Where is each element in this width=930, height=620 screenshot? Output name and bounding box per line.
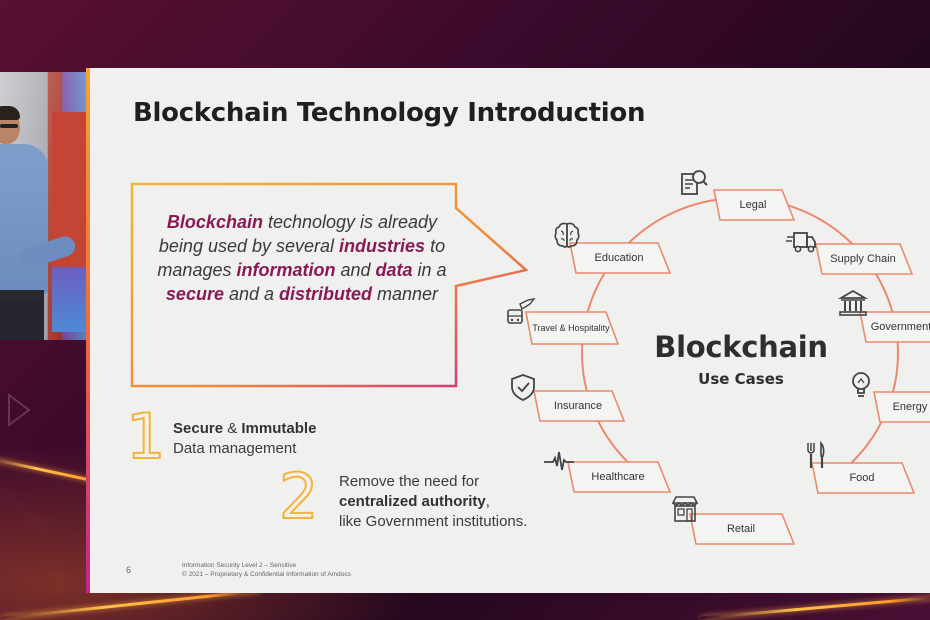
use-cases-subtitle: Use Cases bbox=[698, 370, 784, 388]
presenter-video bbox=[0, 72, 86, 340]
fork-knife-icon bbox=[807, 440, 825, 468]
point-number-2: 2 bbox=[278, 460, 319, 533]
use-case-frame-education bbox=[569, 242, 672, 274]
use-case-label-energy: Energy bbox=[892, 401, 928, 413]
use-cases-title: Blockchain bbox=[654, 330, 828, 364]
use-case-frame-food bbox=[811, 462, 916, 494]
stage-light-line bbox=[700, 595, 930, 620]
use-case-label-travel-hospitality: Travel & Hospitality bbox=[532, 323, 610, 333]
point-2-text: Remove the need for centralized authorit… bbox=[339, 472, 527, 532]
point-2-line1: Remove the need for bbox=[339, 473, 480, 490]
callout-plain: in a bbox=[412, 260, 447, 280]
callout-plain: and bbox=[335, 260, 376, 280]
callout-highlight: distributed bbox=[279, 284, 373, 304]
use-case-label-food: Food bbox=[849, 472, 875, 484]
use-case-label-insurance: Insurance bbox=[553, 400, 603, 412]
use-case-frame-government bbox=[859, 311, 930, 343]
point-2-line3: like Government institutions. bbox=[339, 513, 528, 530]
footer-line1: Information Security Level 2 – Sensitive bbox=[182, 562, 297, 569]
play-outline-icon bbox=[8, 393, 31, 427]
callout-plain: and a bbox=[223, 284, 280, 304]
presenter-glasses bbox=[0, 124, 18, 128]
point-number-1: 1 bbox=[125, 400, 166, 473]
presenter-pants bbox=[0, 298, 44, 340]
plane-bus-icon bbox=[507, 298, 536, 324]
callout-highlight: data bbox=[375, 260, 413, 280]
use-case-frame-energy bbox=[873, 391, 930, 423]
brain-icon bbox=[554, 222, 580, 248]
footer-info: Information Security Level 2 – Sensitive… bbox=[182, 561, 351, 579]
point-1-bold-immutable: Immutable bbox=[241, 420, 317, 437]
delivery-truck-icon bbox=[786, 232, 816, 253]
point-1-bold-secure: Secure bbox=[173, 420, 224, 437]
storefront-icon bbox=[671, 496, 699, 522]
document-search-icon bbox=[681, 170, 708, 195]
slide-title: Blockchain Technology Introduction bbox=[133, 98, 646, 128]
use-case-label-supply-chain: Supply Chain bbox=[830, 253, 896, 265]
point-1-connector: & bbox=[223, 420, 242, 437]
point-1-text: Secure & Immutable Data management bbox=[173, 419, 316, 459]
use-case-label-legal: Legal bbox=[739, 199, 767, 211]
government-building-icon bbox=[838, 289, 868, 316]
callout-plain: manner bbox=[372, 284, 439, 304]
use-case-label-retail: Retail bbox=[726, 523, 756, 535]
presenter-hair bbox=[0, 106, 20, 120]
use-case-frame-travel-hospitality bbox=[525, 311, 620, 345]
callout-plain: technology is already being used by seve… bbox=[158, 212, 438, 256]
callout-highlight: secure bbox=[165, 284, 224, 304]
callout-text: Blockchain technology is already being u… bbox=[146, 210, 458, 306]
shield-check-icon bbox=[511, 374, 535, 401]
slide-accent-bar bbox=[86, 68, 90, 593]
point-2-comma: , bbox=[485, 493, 490, 510]
heartbeat-icon bbox=[544, 451, 574, 471]
use-case-label-healthcare: Healthcare bbox=[591, 471, 645, 483]
lightbulb-icon bbox=[852, 372, 870, 397]
use-case-frame-retail bbox=[689, 513, 796, 545]
callout-highlight: information bbox=[236, 260, 336, 280]
presenter-body bbox=[0, 144, 48, 294]
callout-plain: to manages bbox=[157, 236, 446, 280]
use-case-frame-healthcare bbox=[567, 461, 672, 493]
page-number: 6 bbox=[126, 565, 132, 575]
video-stage-panel bbox=[52, 112, 86, 332]
callout-frame bbox=[130, 182, 529, 388]
presentation-slide: Blockchain Technology Introduction Block… bbox=[86, 68, 930, 593]
footer-line2: © 2021 – Proprietary & Confidential Info… bbox=[182, 571, 351, 578]
use-case-label-government: Government bbox=[870, 321, 930, 333]
point-1-line2: Data management bbox=[173, 440, 297, 457]
use-case-frame-supply-chain bbox=[815, 243, 914, 275]
callout-highlight: Blockchain bbox=[166, 212, 263, 232]
use-case-label-education: Education bbox=[594, 252, 644, 264]
callout-highlight: industries bbox=[339, 236, 426, 256]
use-case-frame-legal bbox=[713, 189, 796, 221]
presenter-belt bbox=[0, 290, 44, 298]
point-2-bold: centralized authority bbox=[339, 493, 486, 510]
use-case-frame-insurance bbox=[533, 390, 626, 422]
